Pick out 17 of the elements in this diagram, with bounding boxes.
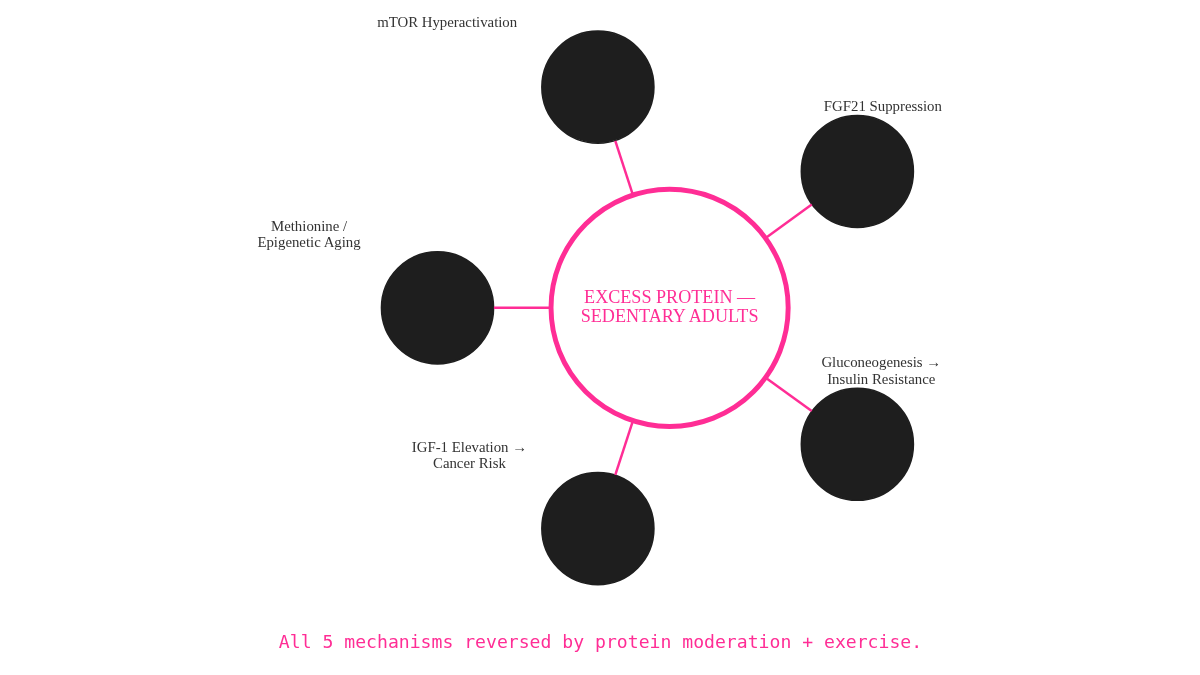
node-circle: EXCESS PROTEIN — SEDENTARY ADULTS bbox=[548, 186, 791, 429]
node-circle bbox=[800, 387, 914, 502]
node-circle bbox=[800, 114, 914, 229]
connector bbox=[493, 306, 551, 310]
connector bbox=[764, 203, 812, 240]
node-label: Methionine / Epigenetic Aging bbox=[256, 217, 361, 251]
connector bbox=[613, 140, 634, 196]
node-label: Gluconeogenesis → Insulin Resistance bbox=[820, 354, 941, 387]
connector bbox=[764, 376, 812, 413]
node-label: FGF21 Suppression bbox=[823, 97, 942, 114]
node-circle bbox=[380, 251, 494, 365]
node-circle bbox=[540, 30, 655, 144]
node-label: mTOR Hyperactivation bbox=[376, 13, 517, 30]
node-label: IGF-1 Elevation → Cancer Risk bbox=[411, 438, 527, 471]
node-circle bbox=[540, 471, 655, 586]
connector bbox=[613, 420, 634, 476]
caption: All 5 mechanisms reversed by protein moderation + exercise. bbox=[278, 631, 922, 653]
